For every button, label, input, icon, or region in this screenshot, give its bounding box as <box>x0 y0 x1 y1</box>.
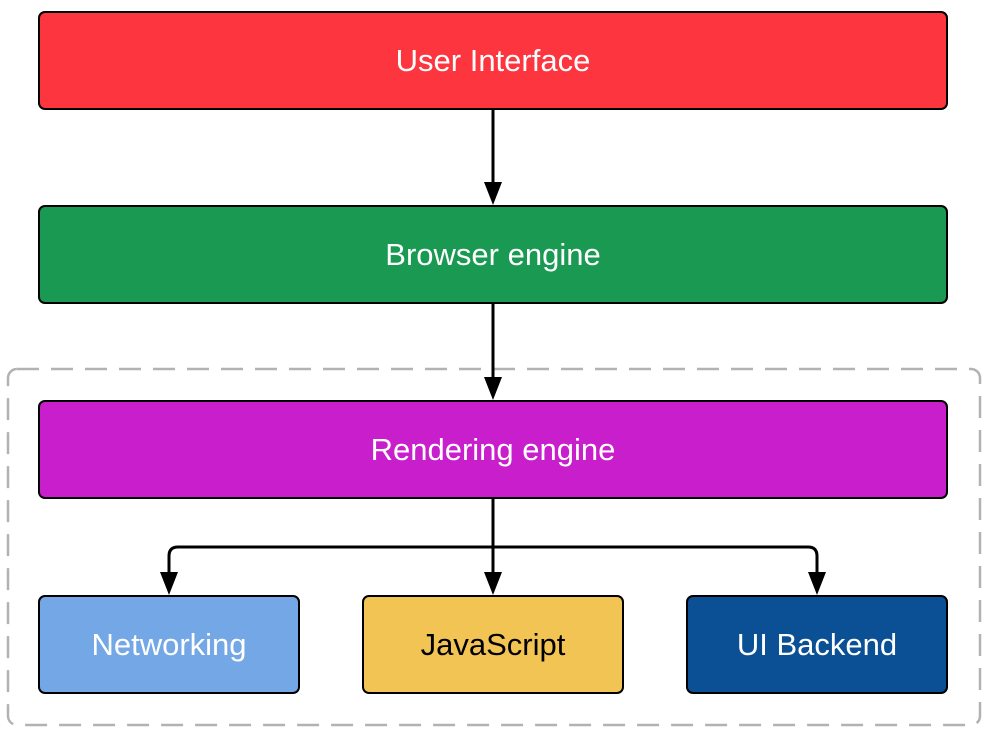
arrow-rendering-to-uibackend <box>493 545 819 580</box>
ui-backend-label: UI Backend <box>736 626 898 662</box>
rendering-engine-node: Rendering engine <box>38 400 948 499</box>
arrowhead-to-uibackend <box>808 572 826 595</box>
browser-engine-label: Browser engine <box>385 236 601 272</box>
arrowhead-browser-to-rendering <box>484 377 502 400</box>
browser-engine-node: Browser engine <box>38 205 948 304</box>
user-interface-node: User Interface <box>38 11 948 110</box>
arrowhead-ui-to-browser <box>484 182 502 205</box>
javascript-node: JavaScript <box>362 595 624 694</box>
networking-node: Networking <box>38 595 300 694</box>
rendering-engine-label: Rendering engine <box>370 431 616 467</box>
arrow-rendering-to-networking <box>167 545 493 580</box>
user-interface-label: User Interface <box>395 42 591 78</box>
arrowhead-to-javascript <box>484 572 502 595</box>
ui-backend-node: UI Backend <box>686 595 948 694</box>
javascript-label: JavaScript <box>420 626 566 662</box>
networking-label: Networking <box>91 626 247 662</box>
arrowhead-to-networking <box>160 572 178 595</box>
